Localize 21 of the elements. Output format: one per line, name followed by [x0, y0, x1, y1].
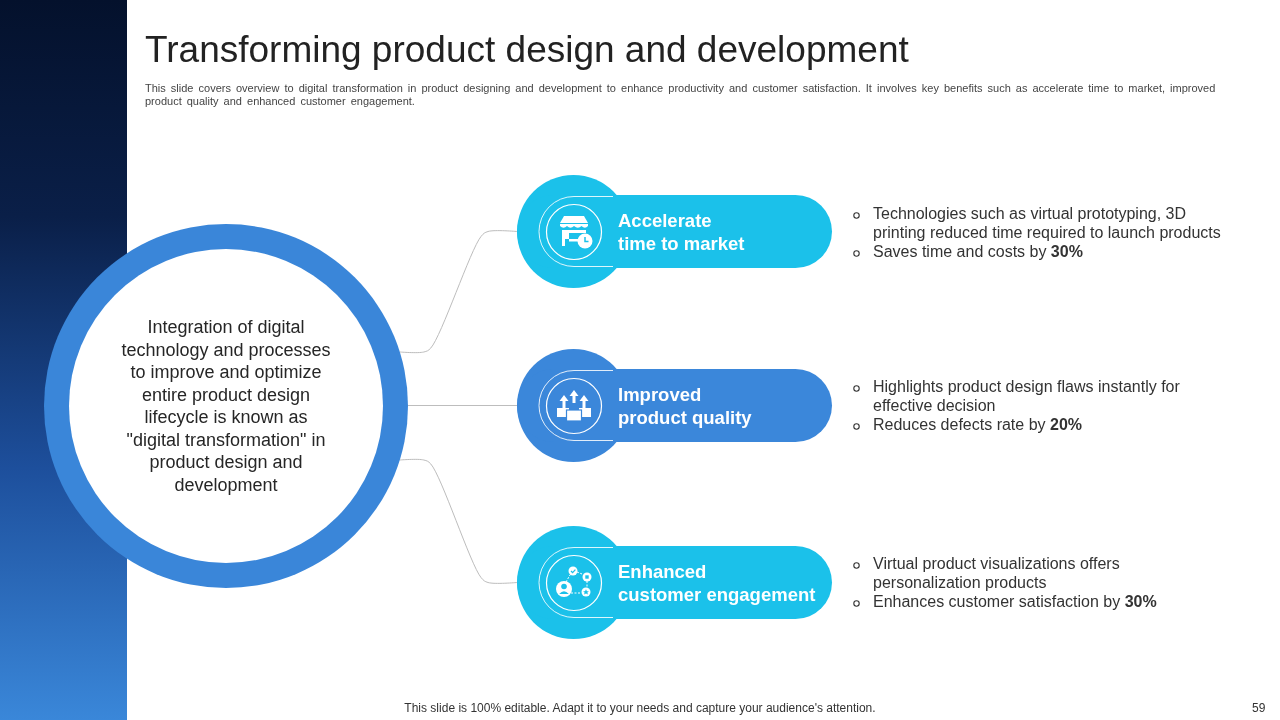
bullet-text: Highlights product design flaws instantly for effective decision	[873, 376, 1181, 415]
bullet-text: Technologies such as virtual prototyping, 3D printing reduced time required to launch products	[873, 203, 1222, 242]
benefit-title: Accelerate time to market	[618, 208, 745, 255]
bullet-text: Saves time and costs by 30%	[873, 241, 1084, 261]
slide-subtitle: This slide covers overview to digital transformation in product designing and development to enhance productivity and customer satisfaction. It involves key benefits such as accelerate time to market, improved product quality and enhanced customer engagement.	[145, 82, 1217, 108]
definition-circle	[44, 224, 408, 588]
footer-note: This slide is 100% editable. Adapt it to your needs and capture your audience's attention.	[404, 701, 876, 715]
bullet-text: Enhances customer satisfaction by 30%	[873, 591, 1158, 611]
definition-text: Integration of digital technology and processes to improve and optimize entire product design lifecycle is known as "digital transformation" in product design and development	[120, 316, 332, 496]
benefit-pill	[517, 526, 833, 639]
slide-title: Transforming product design and development	[145, 29, 909, 71]
benefit-pill	[517, 175, 833, 288]
connector-line	[407, 405, 518, 406]
bullet-text: Reduces defects rate by 20%	[873, 414, 1083, 434]
connector-line	[399, 230, 518, 354]
benefit-title: Improved product quality	[618, 382, 752, 429]
benefit-title: Enhanced customer engagement	[618, 559, 816, 606]
bullet-text: Virtual product visualizations offers personalization products	[873, 553, 1121, 592]
page-number: 59	[1252, 701, 1266, 715]
connector-line	[399, 458, 518, 584]
benefit-pill	[517, 349, 833, 462]
